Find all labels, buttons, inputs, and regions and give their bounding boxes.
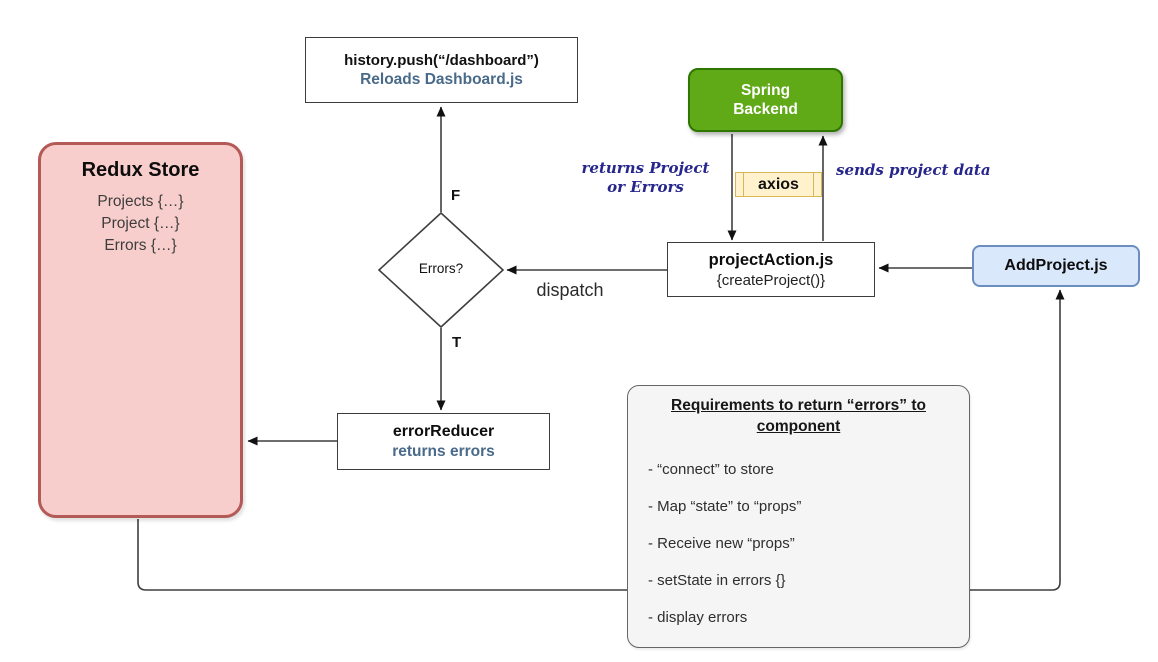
spring-backend-line2: Backend bbox=[733, 101, 798, 118]
decision-label: Errors? bbox=[418, 261, 464, 276]
spring-backend-node: Spring Backend bbox=[688, 68, 843, 132]
create-project-label: {createProject()} bbox=[716, 271, 826, 289]
requirement-receive-props: - Receive new “props” bbox=[648, 535, 795, 552]
requirement-map-state: - Map “state” to “props” bbox=[648, 498, 802, 515]
history-push-code: history.push(“/dashboard”) bbox=[344, 51, 539, 69]
requirement-display-errors: - display errors bbox=[648, 609, 748, 626]
redux-store-items: Projects {…} Project {…} Errors {…} bbox=[97, 191, 183, 257]
redux-item-projects: Projects {…} bbox=[97, 193, 184, 210]
returns-project-line2: or Errors bbox=[607, 178, 684, 196]
requirements-list: - “connect” to store - Map “state” to “p… bbox=[644, 443, 953, 628]
requirements-title-line1: Requirements to return “errors” to bbox=[671, 397, 926, 414]
spring-backend-line1: Spring bbox=[740, 82, 791, 99]
add-project-node: AddProject.js bbox=[972, 245, 1140, 287]
arrow-redux-to-addproject bbox=[137, 289, 1065, 591]
requirements-title: Requirements to return “errors” to compo… bbox=[644, 395, 953, 437]
requirements-note: Requirements to return “errors” to compo… bbox=[627, 385, 970, 648]
redux-store-title: Redux Store bbox=[81, 159, 200, 181]
redux-store-node: Redux Store Projects {…} Project {…} Err… bbox=[38, 142, 243, 518]
decision-false-label: F bbox=[451, 187, 461, 204]
axios-node: axios bbox=[735, 172, 822, 197]
decision-diamond bbox=[377, 211, 505, 329]
redux-item-errors: Errors {…} bbox=[104, 237, 177, 254]
axios-label: axios bbox=[758, 175, 799, 193]
dispatch-label: dispatch bbox=[536, 280, 604, 300]
returns-errors-label: returns errors bbox=[392, 442, 495, 460]
error-reducer-node: errorReducer returns errors bbox=[337, 413, 550, 470]
history-push-node: history.push(“/dashboard”) Reloads Dashb… bbox=[305, 37, 578, 103]
requirement-setstate: - setState in errors {} bbox=[648, 572, 786, 589]
returns-project-label: returns Project or Errors bbox=[563, 159, 728, 197]
decision-true-label: T bbox=[452, 334, 462, 351]
redux-item-project: Project {…} bbox=[101, 215, 180, 232]
project-action-node: projectAction.js {createProject()} bbox=[667, 242, 875, 297]
sends-project-data-label: sends project data bbox=[836, 161, 991, 179]
returns-project-line1: returns Project bbox=[581, 159, 710, 177]
add-project-title: AddProject.js bbox=[1004, 257, 1108, 274]
requirements-title-line2: component bbox=[756, 418, 841, 435]
error-reducer-title: errorReducer bbox=[392, 422, 495, 440]
reloads-dashboard-label: Reloads Dashboard.js bbox=[360, 70, 523, 88]
requirement-connect: - “connect” to store bbox=[648, 461, 774, 478]
project-action-title: projectAction.js bbox=[708, 250, 834, 269]
